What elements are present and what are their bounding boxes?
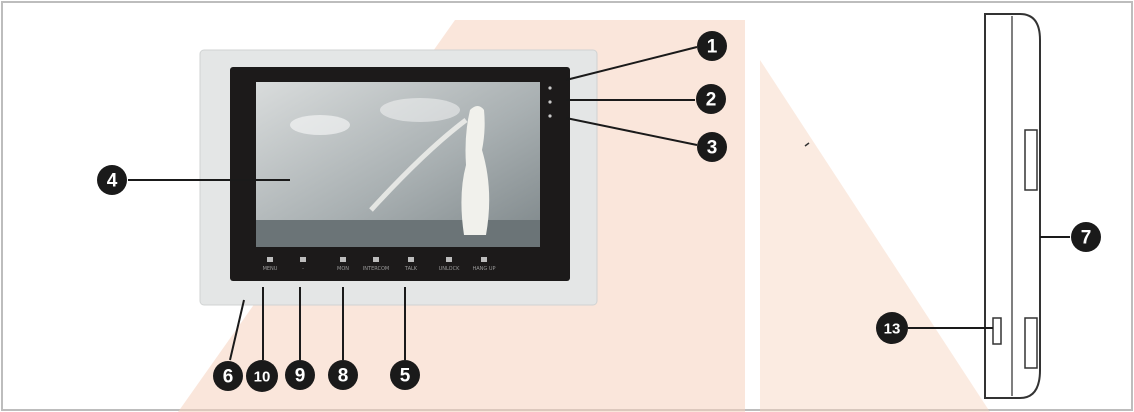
callout-10: 10 — [246, 360, 278, 392]
callout-number: 6 — [223, 367, 234, 388]
callout-1: 1 — [697, 31, 727, 61]
callout-number: 7 — [1081, 228, 1092, 249]
watermark-shape-right — [760, 60, 990, 412]
indicator-led-3 — [548, 114, 551, 117]
callout-number: 2 — [706, 90, 717, 111]
camera-icon — [340, 257, 346, 262]
monitor-button-label: - — [302, 266, 304, 272]
callout-2: 2 — [696, 84, 726, 114]
callout-13: 13 — [876, 312, 908, 344]
monitor-screen — [256, 82, 540, 247]
monitor-button-label: HANG UP — [472, 266, 495, 272]
hangup-icon — [481, 257, 487, 262]
indicator-led-2 — [548, 100, 551, 103]
intercom-icon — [373, 257, 379, 262]
callout-number: 4 — [107, 171, 118, 192]
callout-number: 3 — [707, 138, 718, 159]
handset-icon — [408, 257, 414, 262]
callout-5: 5 — [390, 360, 420, 390]
monitor-button-label: MENU — [263, 266, 278, 272]
monitor-button-label: MON — [337, 266, 349, 272]
callout-4: 4 — [97, 165, 127, 195]
callout-number: 10 — [254, 369, 271, 386]
indicator-led-1 — [548, 86, 551, 89]
callout-3: 3 — [697, 132, 727, 162]
minus-icon — [300, 257, 306, 262]
monitor-button-label: INTERCOM — [363, 266, 389, 272]
callout-8: 8 — [328, 360, 358, 390]
callout-6: 6 — [213, 361, 243, 391]
callout-7: 7 — [1071, 222, 1101, 252]
key-icon — [446, 257, 452, 262]
callout-number: 9 — [295, 366, 306, 387]
monitor-button-label: TALK — [404, 266, 418, 272]
monitor-button-label: UNLOCK — [439, 266, 460, 272]
side-view — [985, 14, 1040, 398]
menu-icon — [267, 257, 273, 262]
callout-number: 5 — [400, 366, 411, 387]
callout-number: 13 — [884, 321, 901, 338]
callout-9: 9 — [285, 360, 315, 390]
callout-number: 1 — [707, 37, 718, 58]
callout-number: 8 — [338, 366, 349, 387]
